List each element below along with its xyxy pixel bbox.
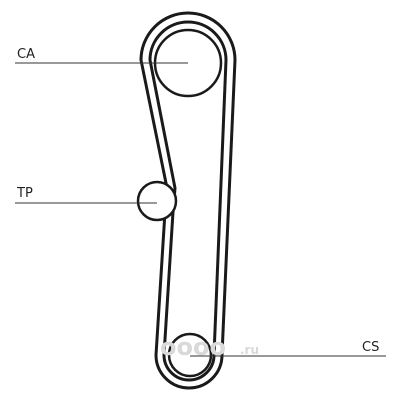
ca-label: CA (17, 47, 35, 62)
belt-inner-outline (148, 20, 228, 382)
tensioner-pulley (136, 180, 178, 222)
watermark-tld: .ru (240, 343, 259, 357)
crankshaft-sprocket (167, 332, 213, 378)
watermark-logo: oooo .ru (160, 333, 259, 361)
watermark-brand: oooo (160, 333, 226, 361)
leader-lines (15, 62, 386, 357)
timing-belt (139, 11, 237, 390)
tp-label: TP (16, 186, 33, 201)
belt-outer-outline (139, 11, 237, 390)
cs-label: CS (362, 340, 379, 355)
